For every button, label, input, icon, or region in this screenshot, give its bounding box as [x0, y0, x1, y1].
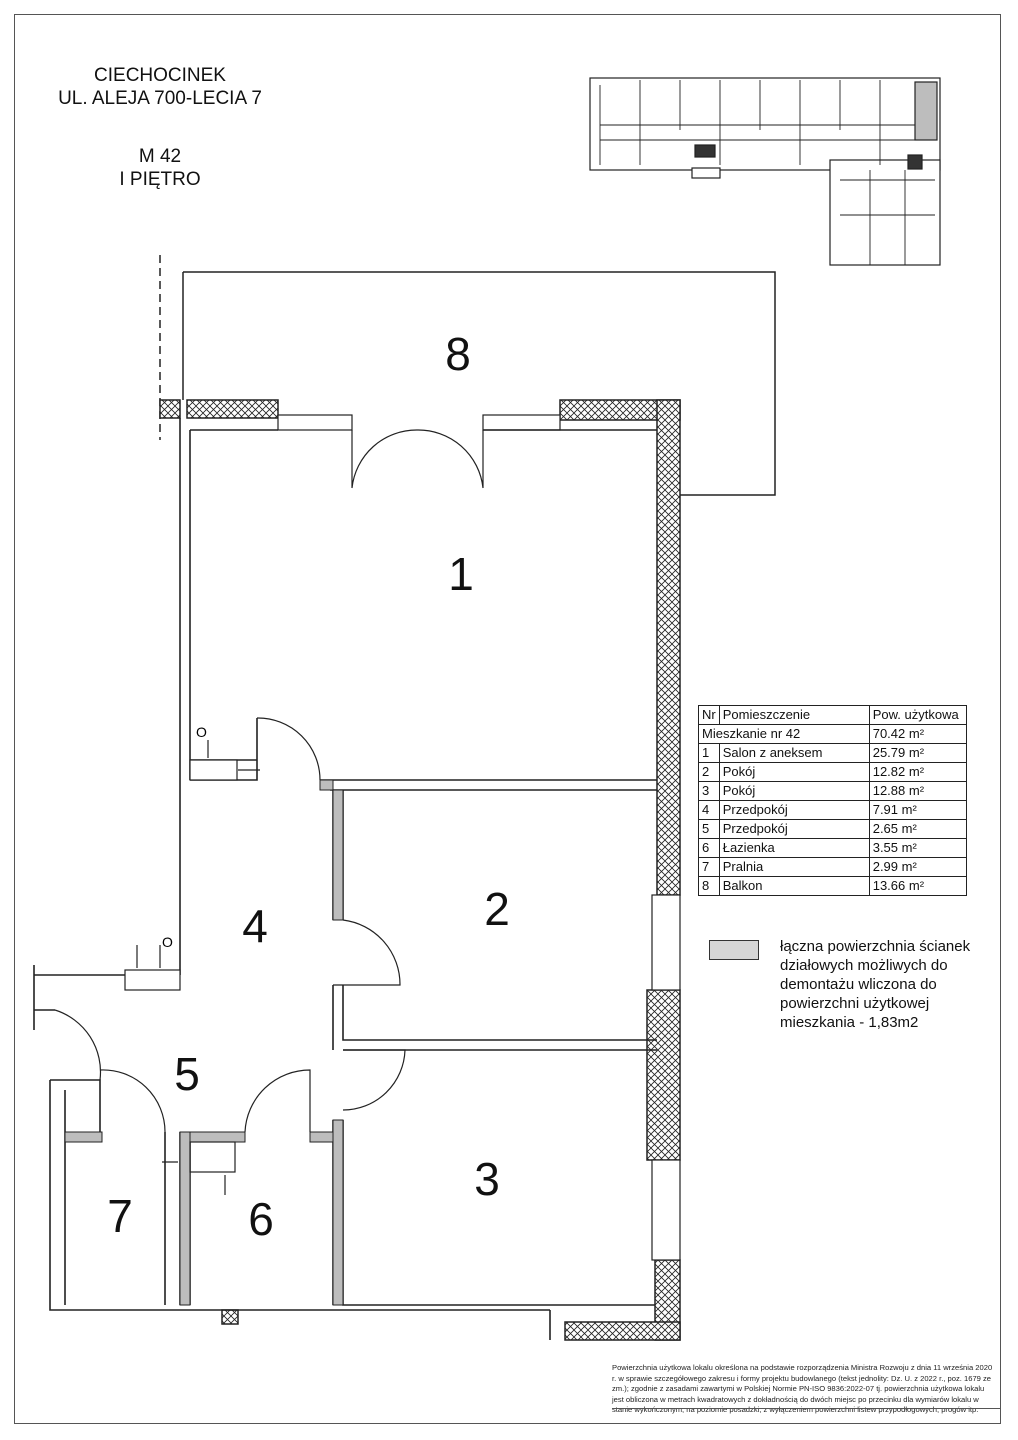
- row-nr: 7: [698, 857, 720, 877]
- row-nr: 3: [698, 781, 720, 801]
- exterior-walls: [159, 399, 681, 1341]
- total-label: Mieszkanie nr 42: [698, 724, 870, 744]
- room-label-8: 8: [445, 328, 471, 380]
- header-area: Pow. użytkowa: [868, 705, 967, 725]
- table-total-row: Mieszkanie nr 42 70.42 m²: [698, 724, 967, 744]
- row-area: 12.88 m²: [868, 781, 967, 801]
- row-name: Pralnia: [718, 857, 870, 877]
- footer-divider: [612, 1408, 1001, 1409]
- room-label-2: 2: [484, 883, 510, 935]
- key-plan: [589, 77, 941, 266]
- row-name: Pokój: [718, 762, 870, 782]
- legend-text: łączna powierzchnia ścianek działowych m…: [780, 938, 971, 1031]
- city: CIECHOCINEK: [94, 65, 226, 86]
- address-block: CIECHOCINEK UL. ALEJA 700-LECIA 7: [40, 64, 280, 110]
- row-nr: 2: [698, 762, 720, 782]
- room-label-6: 6: [248, 1193, 274, 1245]
- row-area: 3.55 m²: [868, 838, 967, 858]
- balcony-outline: [183, 271, 776, 496]
- row-name: Balkon: [718, 876, 870, 896]
- header-room: Pomieszczenie: [718, 705, 870, 725]
- legend-swatch: [709, 940, 759, 960]
- room-label-4: 4: [242, 900, 268, 952]
- row-area: 25.79 m²: [868, 743, 967, 763]
- doors: [54, 429, 484, 1195]
- row-nr: 1: [698, 743, 720, 763]
- row-name: Pokój: [718, 781, 870, 801]
- floor-label: I PIĘTRO: [119, 169, 201, 190]
- street: UL. ALEJA 700-LECIA 7: [58, 88, 262, 109]
- row-area: 12.82 m²: [868, 762, 967, 782]
- unit-number: M 42: [138, 146, 182, 167]
- row-area: 2.65 m²: [868, 819, 967, 839]
- row-name: Przedpokój: [718, 800, 870, 820]
- footnote: Powierzchnia użytkowa lokalu określona n…: [612, 1363, 993, 1414]
- unit-block: M 42 I PIĘTRO: [40, 145, 280, 191]
- row-nr: 5: [698, 819, 720, 839]
- windows: [277, 414, 681, 1261]
- page-frame: [14, 14, 1001, 1424]
- total-area: 70.42 m²: [868, 724, 967, 744]
- room-label-5: 5: [174, 1048, 200, 1100]
- room-area-table: Nr Pomieszczenie Pow. użytkowa Mieszkani…: [698, 705, 967, 896]
- table-header-row: Nr Pomieszczenie Pow. użytkowa: [698, 705, 967, 725]
- row-nr: 4: [698, 800, 720, 820]
- highlighted-unit: [914, 81, 938, 141]
- row-name: Salon z aneksem: [718, 743, 870, 763]
- room-label-1: 1: [448, 548, 474, 600]
- row-area: 13.66 m²: [868, 876, 967, 896]
- row-nr: 8: [698, 876, 720, 896]
- row-nr: 6: [698, 838, 720, 858]
- room-label-3: 3: [474, 1153, 500, 1205]
- row-name: Łazienka: [718, 838, 870, 858]
- row-area: 2.99 m²: [868, 857, 967, 877]
- marker-o-upper: O: [196, 724, 207, 740]
- marker-o-lower: O: [162, 934, 173, 950]
- row-area: 7.91 m²: [868, 800, 967, 820]
- room-label-7: 7: [107, 1190, 133, 1242]
- row-name: Przedpokój: [718, 819, 870, 839]
- demountable-walls: [64, 779, 344, 1306]
- header-nr: Nr: [698, 705, 720, 725]
